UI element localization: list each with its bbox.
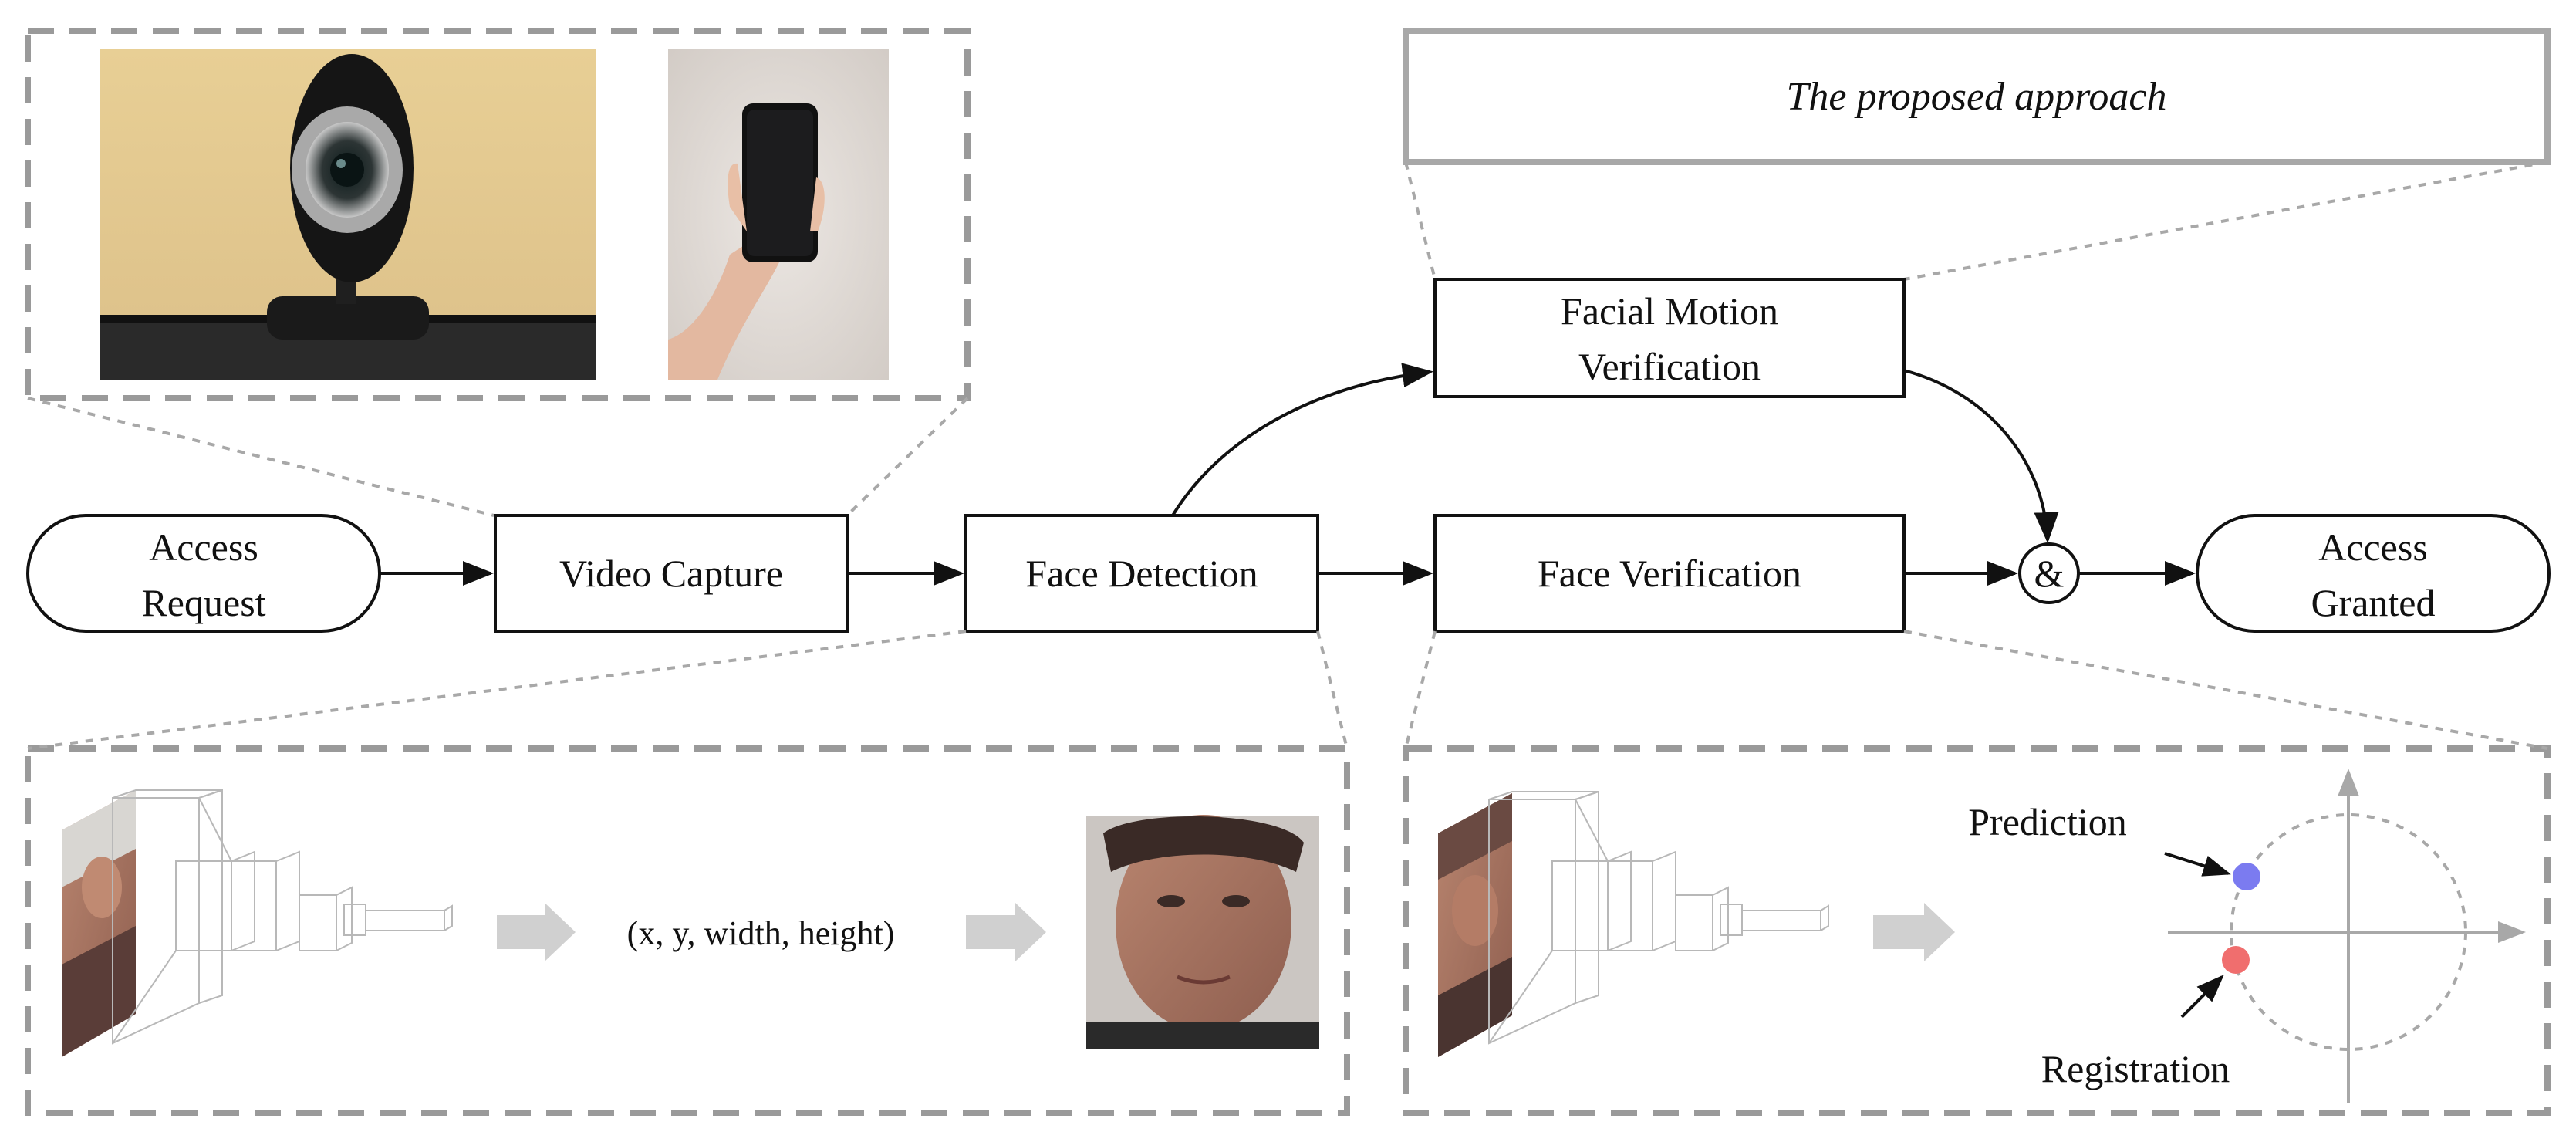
video-capture-label: Video Capture (559, 552, 783, 595)
and-gate-node: & (2018, 542, 2080, 604)
access-request-line2: Request (141, 581, 265, 624)
leader-verification-right (1903, 630, 2548, 750)
access-granted-line1: Access (2318, 525, 2428, 569)
detector-input-face (62, 790, 136, 1057)
detector-arrow-1 (497, 903, 576, 961)
and-gate-label: & (2034, 552, 2065, 595)
registration-pointer (2180, 975, 2224, 1019)
embedding-threshold-circle (2230, 813, 2467, 1051)
leader-banner-right (1903, 160, 2548, 281)
detector-cnn-icon (112, 789, 453, 1045)
phone-photo (668, 49, 889, 380)
access-granted-line2: Granted (2311, 581, 2435, 624)
leader-detection-right (1316, 630, 1349, 749)
arrow-detection-to-motion (1171, 363, 1433, 517)
detection-output-label: (x, y, width, height) (627, 914, 895, 952)
webcam-photo (100, 49, 596, 380)
capture-devices-frame (25, 28, 971, 401)
face-verification-label: Face Verification (1538, 552, 1801, 595)
access-request-line1: Access (149, 525, 258, 569)
verifier-cnn-icon (1488, 790, 1829, 1045)
facial-motion-line1: Facial Motion (1561, 289, 1778, 333)
embedding-space-plot: Prediction Registration (1968, 769, 2526, 1103)
cropped-face-image (1086, 815, 1319, 1049)
leader-device-left (27, 397, 495, 517)
prediction-label: Prediction (1968, 800, 2127, 843)
prediction-point (2233, 863, 2260, 890)
prediction-pointer (2164, 852, 2231, 877)
proposed-approach-banner (1403, 28, 2551, 165)
arrow-motion-to-gate (1903, 369, 2059, 543)
facial-motion-line2: Verification (1578, 345, 1761, 388)
face-detection-node: Face Detection (964, 514, 1319, 633)
access-granted-node: Access Granted (2196, 514, 2551, 633)
verifier-input-face (1438, 793, 1512, 1057)
face-verification-node: Face Verification (1433, 514, 1906, 633)
facial-motion-verification-node: Facial Motion Verification (1433, 278, 1906, 398)
registration-point (2222, 946, 2250, 974)
leader-banner-left (1404, 161, 1437, 280)
access-request-node: Access Request (26, 514, 381, 633)
registration-label: Registration (2041, 1047, 2230, 1090)
detection-detail-frame (25, 745, 1350, 1116)
video-capture-node: Video Capture (494, 514, 849, 633)
leader-device-right (846, 397, 969, 517)
detector-arrow-2 (966, 903, 1046, 961)
leader-detection-left (27, 630, 967, 750)
face-detection-label: Face Detection (1025, 552, 1258, 595)
leader-verification-left (1404, 630, 1437, 749)
proposed-approach-label: The proposed approach (1786, 75, 2166, 119)
verifier-arrow (1873, 903, 1955, 961)
